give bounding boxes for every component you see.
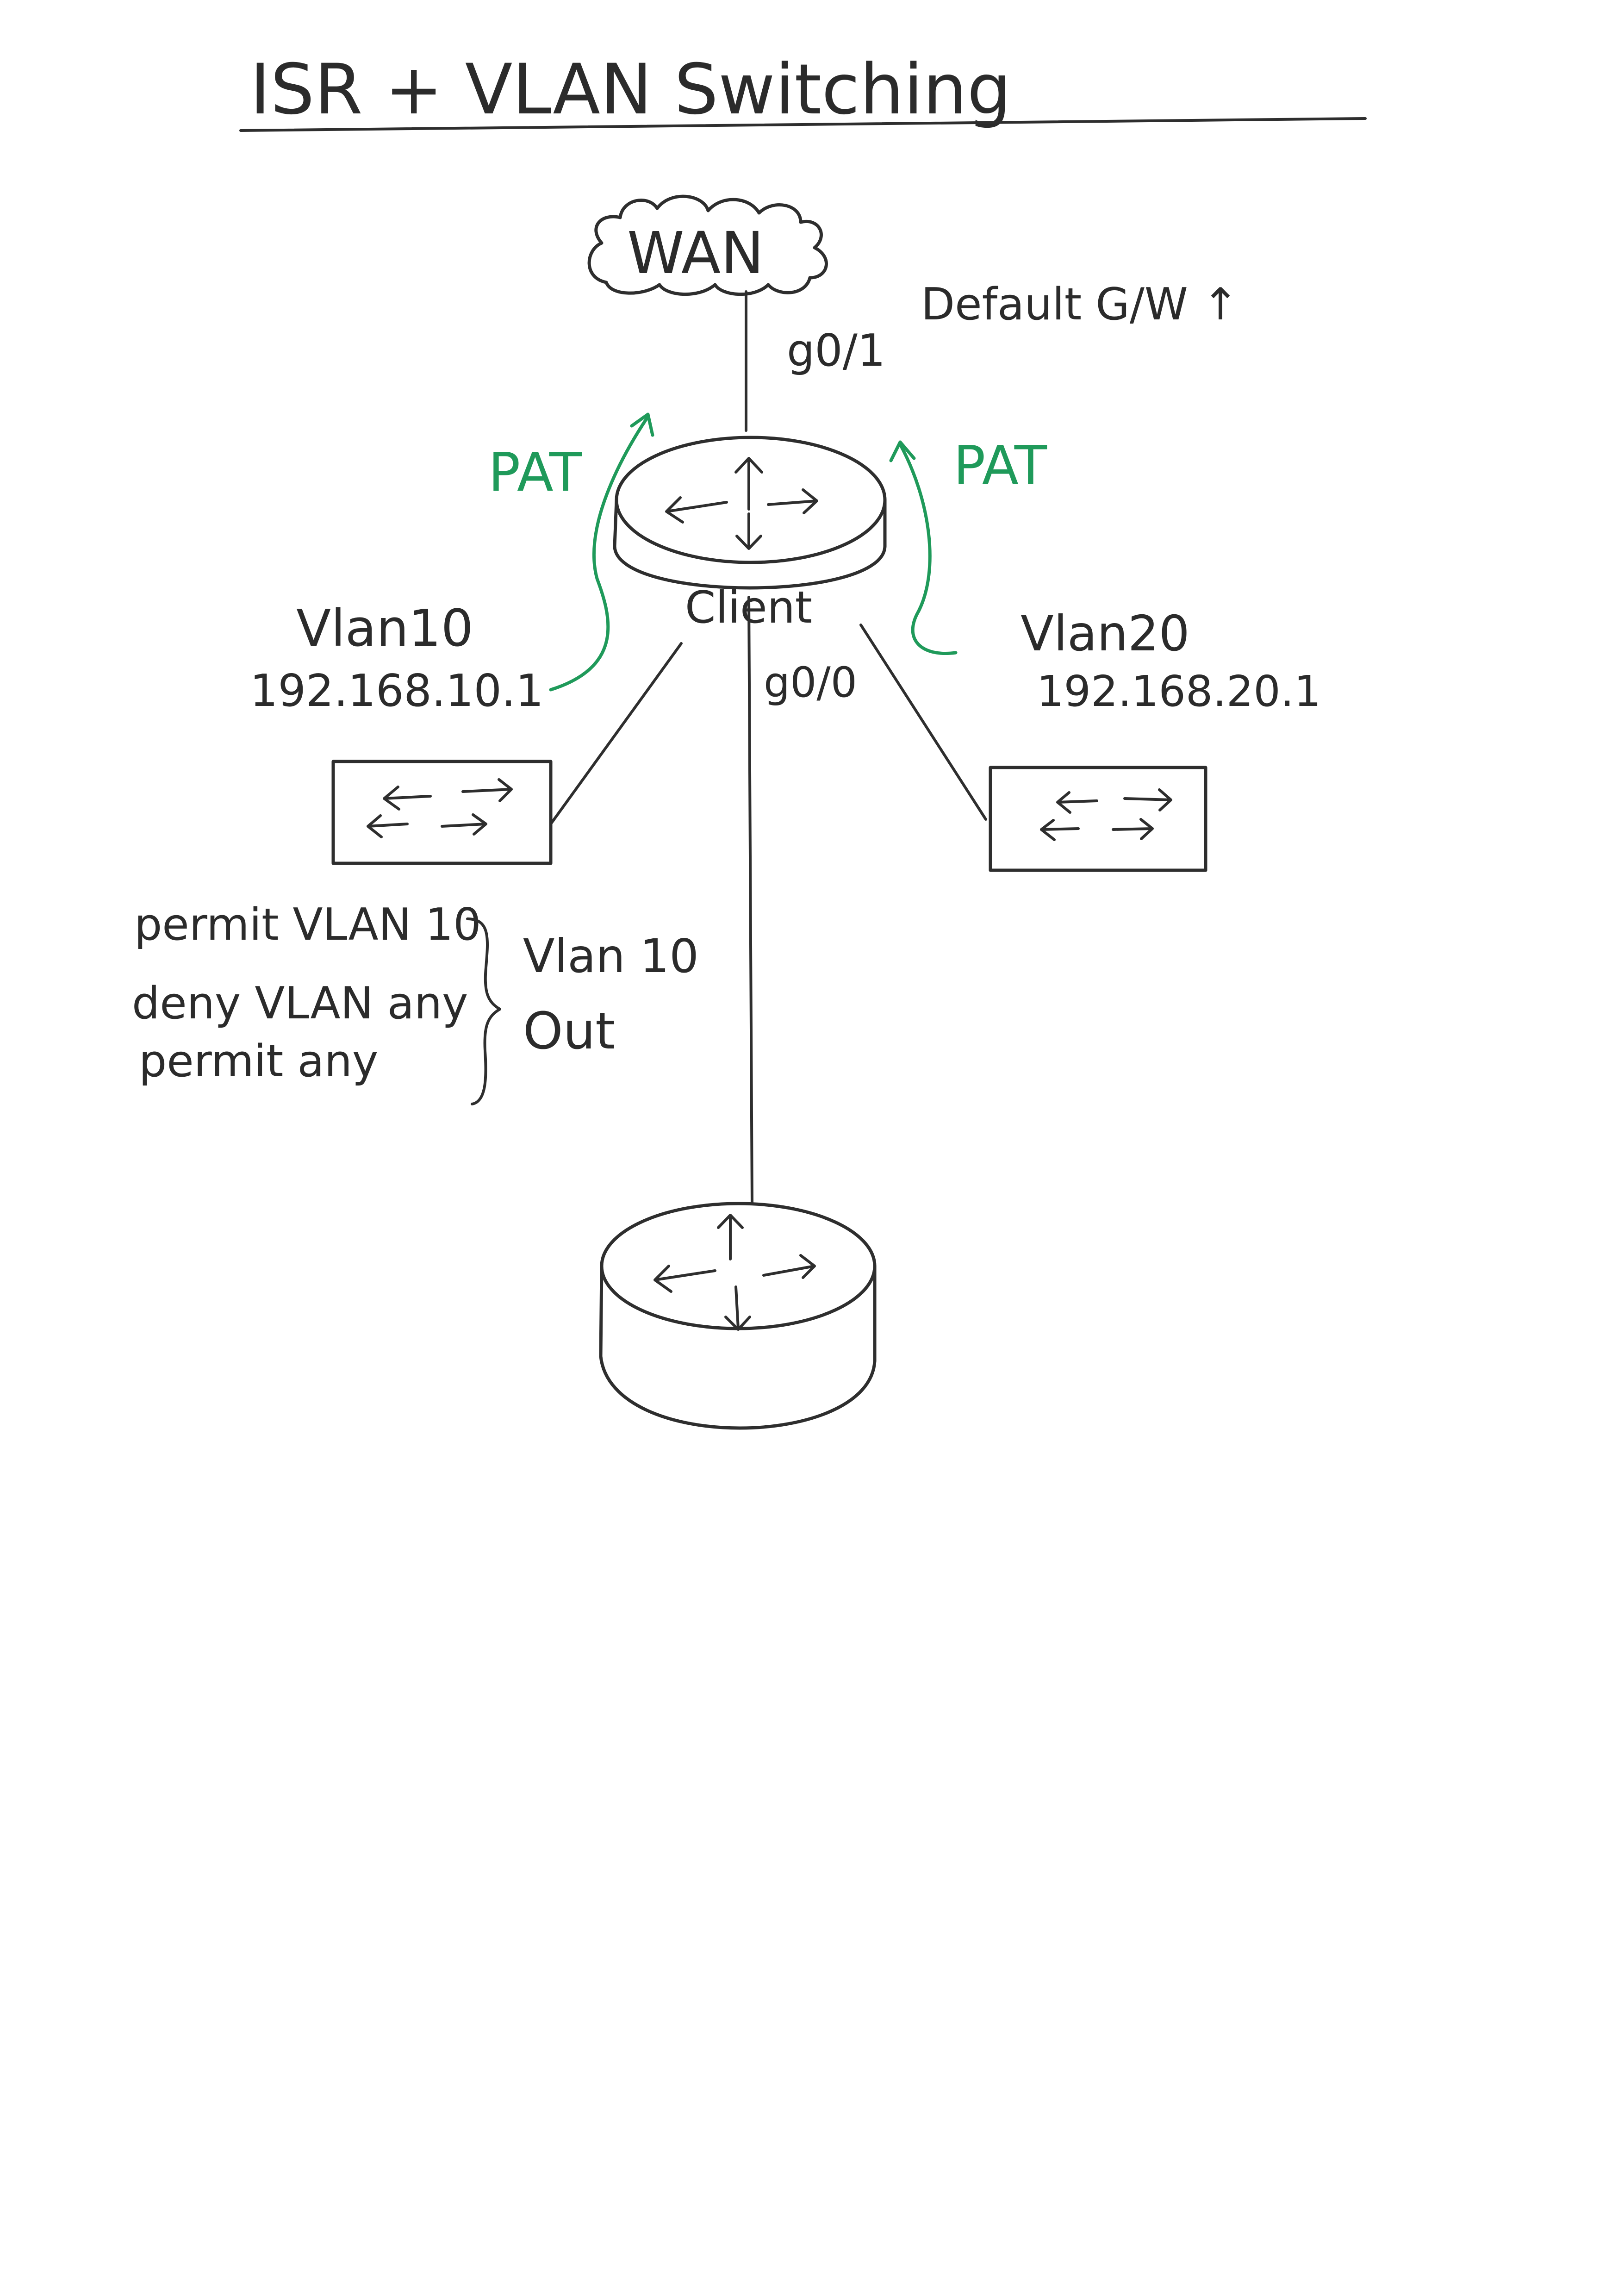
lower-router-icon	[599, 1202, 877, 1430]
title-underline	[239, 117, 1367, 132]
downlink-line	[747, 596, 753, 1205]
downlink-interface-label: g0/0	[764, 658, 857, 707]
vlan10-ip: 192.168.10.1	[250, 666, 544, 717]
acl-rule-2: deny VLAN any	[132, 978, 468, 1029]
right-switch-link	[859, 624, 987, 821]
acl-brace-icon	[466, 917, 501, 1105]
uplink-interface-label: g0/1	[787, 325, 885, 376]
pat-left-arrow-icon	[549, 415, 650, 692]
vlan20-ip: 192.168.20.1	[1037, 667, 1321, 716]
diagram-title: ISR + VLAN Switching	[250, 50, 1011, 130]
pat-left-label: PAT	[488, 442, 582, 504]
right-switch-icon	[989, 766, 1207, 872]
wan-cloud-icon: WAN	[587, 194, 828, 296]
pat-right-arrow-icon	[898, 443, 958, 655]
acl-applied-to: Vlan 10	[523, 929, 699, 983]
left-switch-icon	[331, 760, 553, 865]
acl-rule-1: permit VLAN 10	[134, 899, 481, 950]
default-gateway-label: Default G/W ↑	[921, 279, 1239, 330]
acl-rule-3: permit any	[139, 1036, 378, 1087]
vlan20-name: Vlan20	[1021, 605, 1190, 662]
router-icon	[613, 436, 887, 590]
pat-right-label: PAT	[953, 435, 1047, 497]
left-switch-link	[549, 642, 683, 825]
vlan10-name: Vlan10	[296, 599, 473, 658]
acl-direction: Out	[523, 1001, 615, 1061]
wan-label: WAN	[627, 220, 764, 287]
